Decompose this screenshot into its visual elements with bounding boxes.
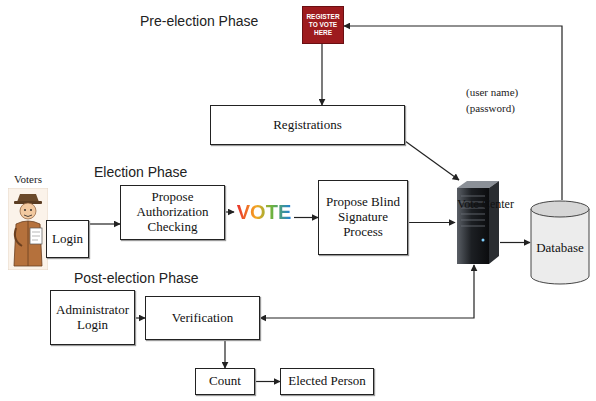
node-text: Propose Authorization Checking (126, 190, 219, 235)
server-tower (455, 180, 500, 265)
node-text: REGISTER TO VOTE HERE (305, 13, 341, 36)
node-text: Count (209, 374, 241, 389)
flow-arrow (294, 217, 318, 218)
phase-label: Post-election Phase (74, 270, 199, 286)
process-box: Administrator Login (50, 290, 135, 345)
node-text: Vote Center (457, 197, 514, 212)
process-box: Registrations (210, 105, 405, 145)
process-box: Count (195, 368, 255, 395)
register-icon: REGISTER TO VOTE HERE (302, 6, 344, 44)
flow-arrow (405, 141, 459, 180)
node-text: Administrator Login (56, 303, 129, 333)
flow-arrow (89, 223, 120, 224)
flow-arrow (260, 265, 474, 318)
phase-label: Election Phase (94, 164, 187, 180)
node-text: Registrations (273, 118, 342, 133)
actor-label: Voters (14, 173, 42, 185)
process-box: Verification (145, 296, 260, 340)
flow-arrow (135, 317, 145, 318)
node-text: Propose Blind Signature Process (324, 195, 402, 240)
node-text: Elected Person (288, 374, 366, 389)
process-box: Elected Person (280, 368, 374, 395)
vote-icon: VOTE (234, 192, 294, 232)
flow-arrow (408, 222, 455, 223)
database-cylinder: Database (530, 200, 590, 285)
flow-arrow (255, 381, 280, 382)
flow-arrow (224, 340, 225, 368)
node-text: Database (536, 240, 584, 256)
flow-arrow (321, 44, 322, 105)
phase-label: Pre-election Phase (140, 13, 258, 29)
voter-illustration (8, 188, 48, 270)
credential-label: (password) (466, 102, 515, 114)
flow-arrow (225, 211, 234, 212)
node-text: Verification (172, 311, 233, 326)
node-text: VOTE (237, 201, 291, 224)
process-box: Propose Blind Signature Process (318, 180, 408, 255)
process-box: Login (46, 220, 89, 258)
process-box: Propose Authorization Checking (120, 185, 225, 240)
credential-label: (user name) (466, 86, 518, 98)
server-icon: Vote Center (455, 180, 500, 265)
node-text: Login (52, 232, 83, 247)
flow-arrow (500, 242, 530, 243)
